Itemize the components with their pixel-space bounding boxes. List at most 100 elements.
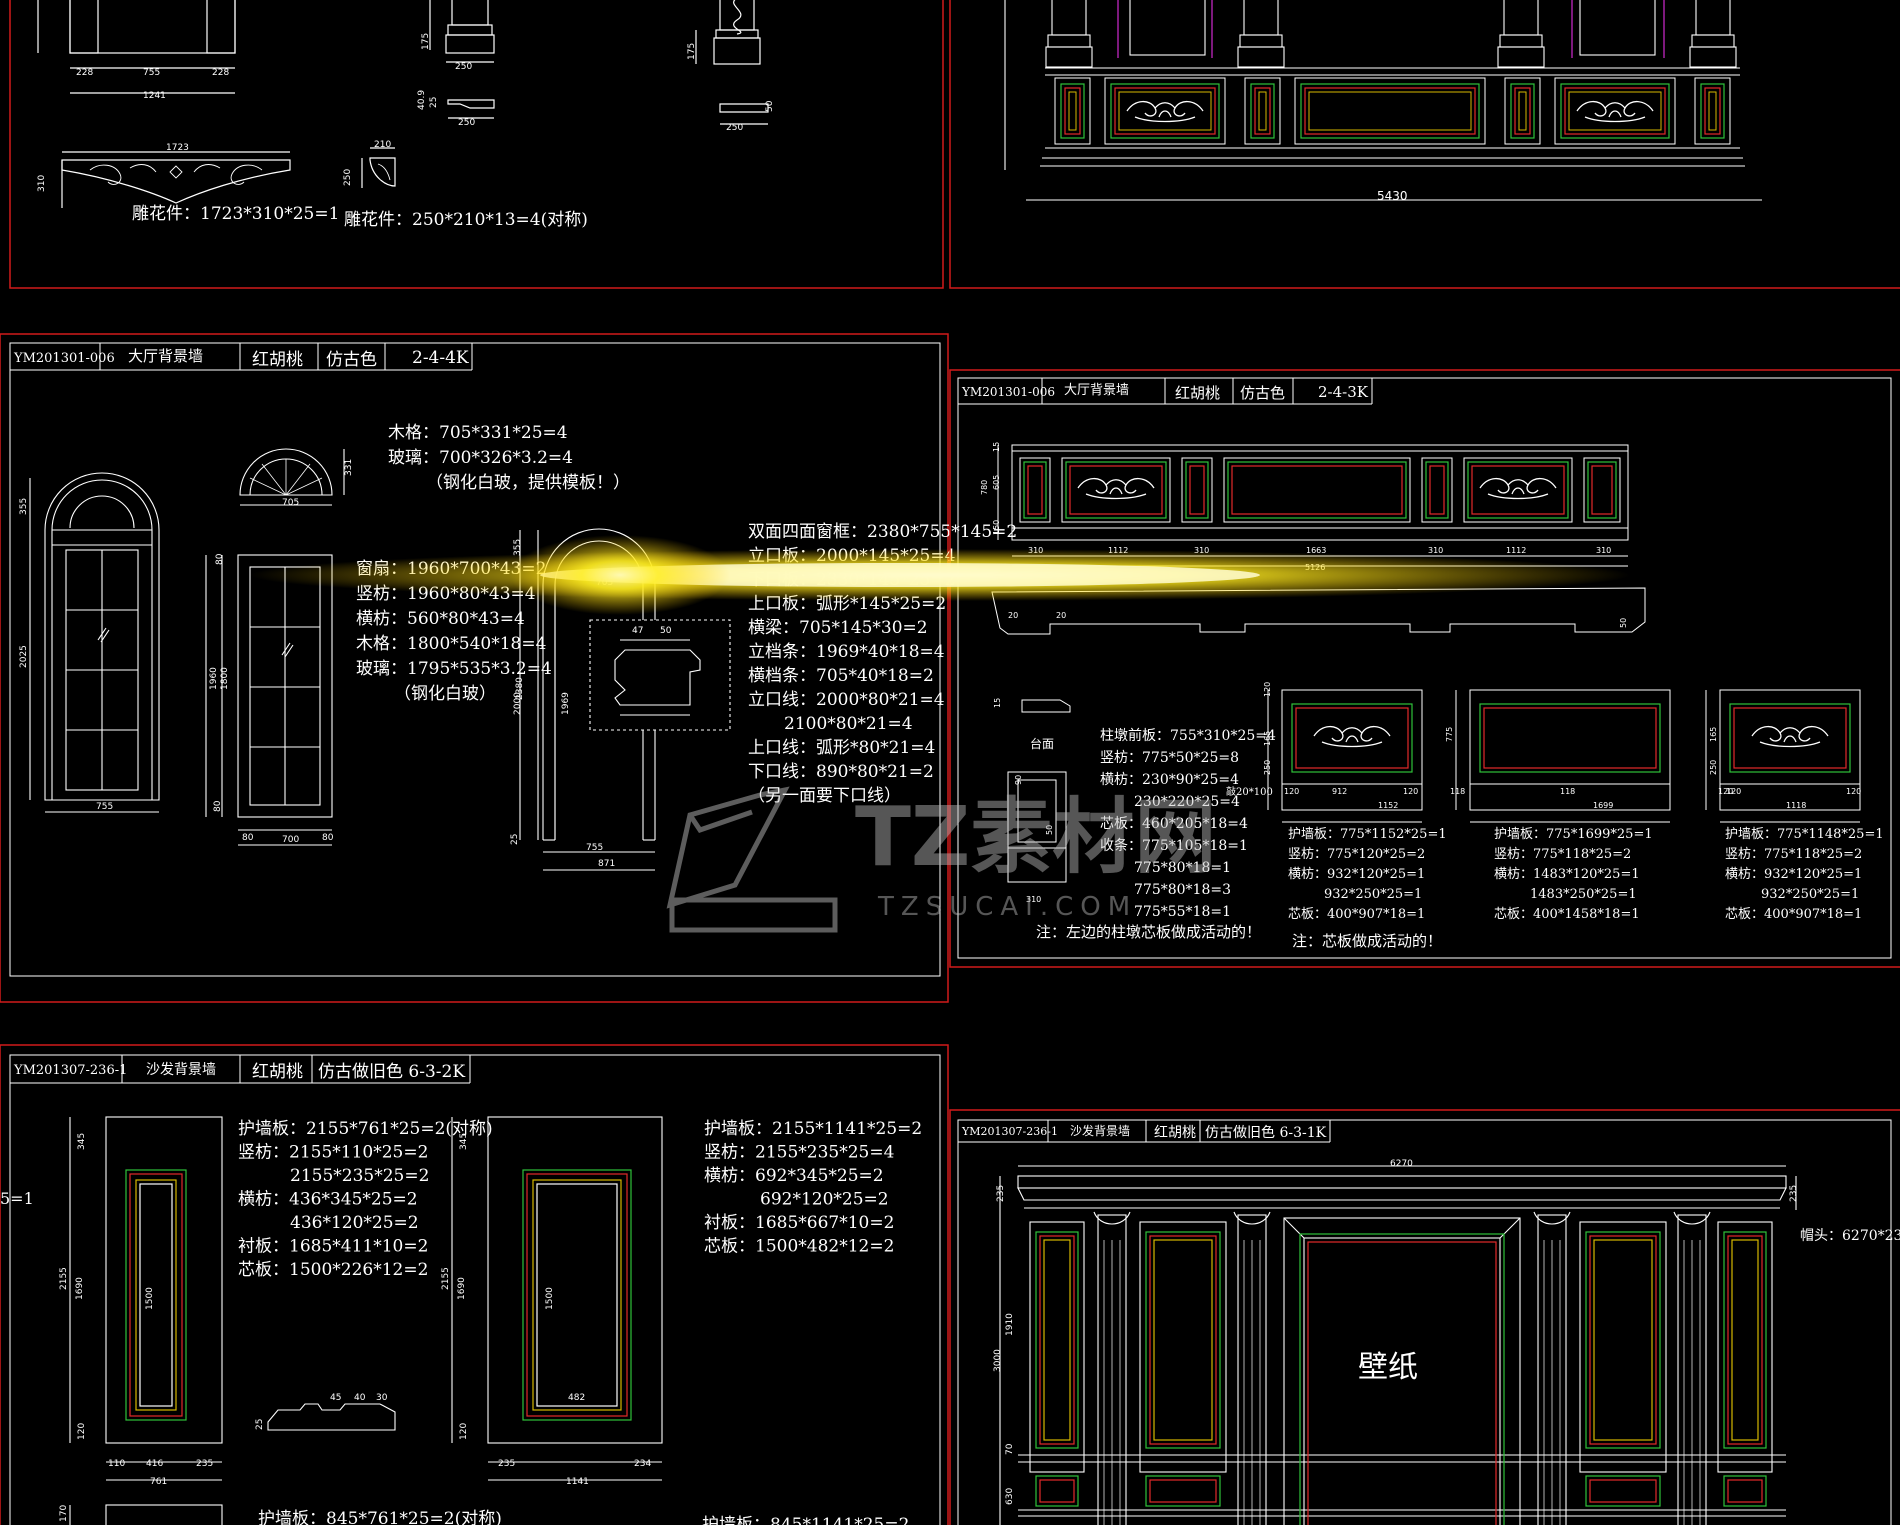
spec-right-6: 横档条：705*40*18=2: [748, 666, 934, 686]
bl-spec1-5: 衬板：1685*411*10=2: [238, 1237, 428, 1257]
mr-label-6: 收条：775*105*18=1: [1100, 837, 1248, 854]
spec-top-1: 玻璃：700*326*3.2=4: [388, 448, 573, 468]
dim-bl-21: 25: [255, 1419, 265, 1430]
dim-tl-5: 250: [455, 62, 472, 72]
dim-mr-19: 120: [1263, 682, 1272, 697]
header-material: 红胡桃: [1175, 384, 1220, 402]
mr-col1-0: 护墙板：775*1152*25=1: [1288, 827, 1447, 842]
watermark-url: TZSUCAI.COM: [877, 892, 1137, 922]
spec-top-0: 木格：705*331*25=4: [388, 423, 568, 443]
mr-label-0: 台面: [1030, 736, 1054, 751]
spec-bottom-2: 护墙板：845*1141*25=2: [702, 1515, 909, 1525]
dim-tl-11: 50: [765, 100, 775, 112]
mr-col3-2: 横枋：932*120*25=1: [1725, 866, 1862, 882]
header-material: 红胡桃: [252, 350, 303, 370]
dim-bl-20: 30: [376, 1393, 388, 1403]
bl-spec1-0: 护墙板：2155*761*25=2(对称): [238, 1119, 493, 1139]
dim-mr-1: 605: [992, 475, 1001, 490]
dim-ml-1: 2025: [19, 645, 29, 668]
mr-col3-0: 护墙板：775*1148*25=1: [1725, 827, 1884, 842]
panel-top-right: 5430: [949, 0, 1900, 289]
dim-mr-21: 250: [1263, 760, 1272, 775]
mr-col3-3: 932*250*25=1: [1761, 887, 1859, 902]
panel-mid-left: YM201301-006 大厅背景墙 红胡桃 仿古色 2-4-4K: [0, 333, 1017, 1003]
header-name: 大厅背景墙: [1064, 383, 1129, 398]
dim-bl-0: 345: [77, 1133, 87, 1150]
dim-ml-9: 80: [242, 833, 254, 843]
bl-spec2-3: 692*120*25=2: [760, 1190, 889, 1210]
dim-tl-12: 1723: [166, 143, 189, 153]
dim-tl-13: 310: [37, 175, 47, 192]
dim-bl-11: 1690: [457, 1277, 467, 1300]
dim-tl-2: 228: [212, 68, 229, 78]
dim-br-1: 235: [996, 1185, 1006, 1202]
dim-ml-21: 50: [660, 626, 672, 636]
spec-mid-4: 玻璃：1795*535*3.2=4: [356, 659, 552, 679]
spec-right-0: 双面四面窗框：2380*755*145=2: [748, 522, 1017, 542]
panel-mid-right: YM201301-006 大厅背景墙 红胡桃 仿古色 2-4-3K 156057…: [949, 369, 1900, 968]
dim-bl-6: 416: [146, 1459, 163, 1469]
mr-col1-3: 932*250*25=1: [1324, 887, 1422, 902]
dim-mr-32: 912: [1332, 787, 1347, 796]
header-code: YM201307-236-1: [961, 1125, 1058, 1138]
dim-ml-15: 1969: [561, 692, 571, 715]
spec-top-2: （钢化白玻，提供模板！）: [426, 473, 630, 493]
dim-br-2: 235: [1789, 1185, 1799, 1202]
mr-col2-4: 芯板：400*1458*18=1: [1494, 907, 1640, 922]
mr-label-11: 注：芯板做成活动的！: [1292, 932, 1442, 950]
dim-tl-10: 250: [726, 123, 743, 133]
header-code: YM201307-236-1: [13, 1063, 127, 1078]
dim-mr-18: 50: [1045, 825, 1054, 835]
dim-mr-13: 20: [1056, 611, 1066, 620]
mr-col2-3: 1483*250*25=1: [1530, 887, 1637, 902]
spec-right-10: 下口线：890*80*21=2: [748, 762, 934, 782]
dim-mr-30: 165: [1709, 727, 1718, 742]
header-code: YM201301-006: [961, 385, 1055, 399]
spec-right-5: 立档条：1969*40*18=4: [748, 642, 945, 662]
header-material: 红胡桃: [252, 1062, 303, 1082]
dim-bl-8: 761: [150, 1477, 167, 1487]
dim-ml-5: 80: [215, 553, 225, 565]
dim-mr-35: 120: [1846, 787, 1861, 796]
dim-bl-3: 1500: [145, 1287, 155, 1310]
cap-spec: 帽头：6270*23: [1800, 1228, 1900, 1244]
watermark-brand: TZ素材网: [855, 790, 1216, 885]
dim-ml-18: 755: [586, 843, 603, 853]
header-name: 大厅背景墙: [128, 347, 203, 365]
mr-col1-1: 竖枋：775*120*25=2: [1288, 846, 1425, 862]
mr-label-1: 柱墩前板：755*310*25=4: [1100, 727, 1276, 744]
dim-bl-4: 120: [77, 1423, 87, 1440]
dim-br-0: 6270: [1390, 1159, 1413, 1169]
caption-carving-1: 雕花件：1723*310*25=1: [132, 204, 339, 224]
header-no: 2-4-4K: [412, 348, 469, 368]
overall-width-5430: 5430: [1377, 189, 1408, 203]
spec-mid-2: 横枋：560*80*43=4: [356, 609, 525, 629]
bl-spec1-4: 436*120*25=2: [290, 1213, 419, 1233]
dim-tl-6: 40.9: [417, 90, 427, 110]
mr-col1-4: 芯板：400*907*18=1: [1288, 907, 1425, 922]
dim-bl-14: 120: [459, 1423, 469, 1440]
header-name: 沙发背景墙: [1070, 1123, 1130, 1138]
dim-bl-16: 234: [634, 1459, 651, 1469]
dim-ml-7: 1800: [220, 667, 230, 690]
header-color: 仿古色: [326, 350, 377, 370]
mr-col3-4: 芯板：400*907*18=1: [1725, 907, 1862, 922]
dim-ml-10: 700: [282, 835, 299, 845]
dim-mr-7: 1663: [1306, 546, 1326, 555]
dim-mr-22: 120: [1284, 787, 1299, 796]
dim-mr-2: 780: [980, 480, 989, 495]
dim-ml-19: 25: [510, 834, 520, 845]
dim-bl-13: 482: [568, 1393, 585, 1403]
dim-bl-17: 1141: [566, 1477, 589, 1487]
dim-mr-33: 1118: [1786, 801, 1806, 810]
dim-ml-2: 755: [96, 802, 113, 812]
dim-mr-9: 1112: [1506, 546, 1526, 555]
bl-spec1-3: 横枋：436*345*25=2: [238, 1190, 418, 1210]
dim-mr-3: 150: [992, 520, 1001, 535]
dim-mr-20: 165: [1263, 731, 1272, 746]
dim-ml-17: 871: [598, 859, 615, 869]
dim-ml-13: 2380: [515, 677, 525, 700]
dim-mr-8: 310: [1428, 546, 1443, 555]
mr-label-10: 注：左边的柱墩芯板做成活动的！: [1036, 923, 1261, 941]
dim-bl-7: 235: [196, 1459, 213, 1469]
